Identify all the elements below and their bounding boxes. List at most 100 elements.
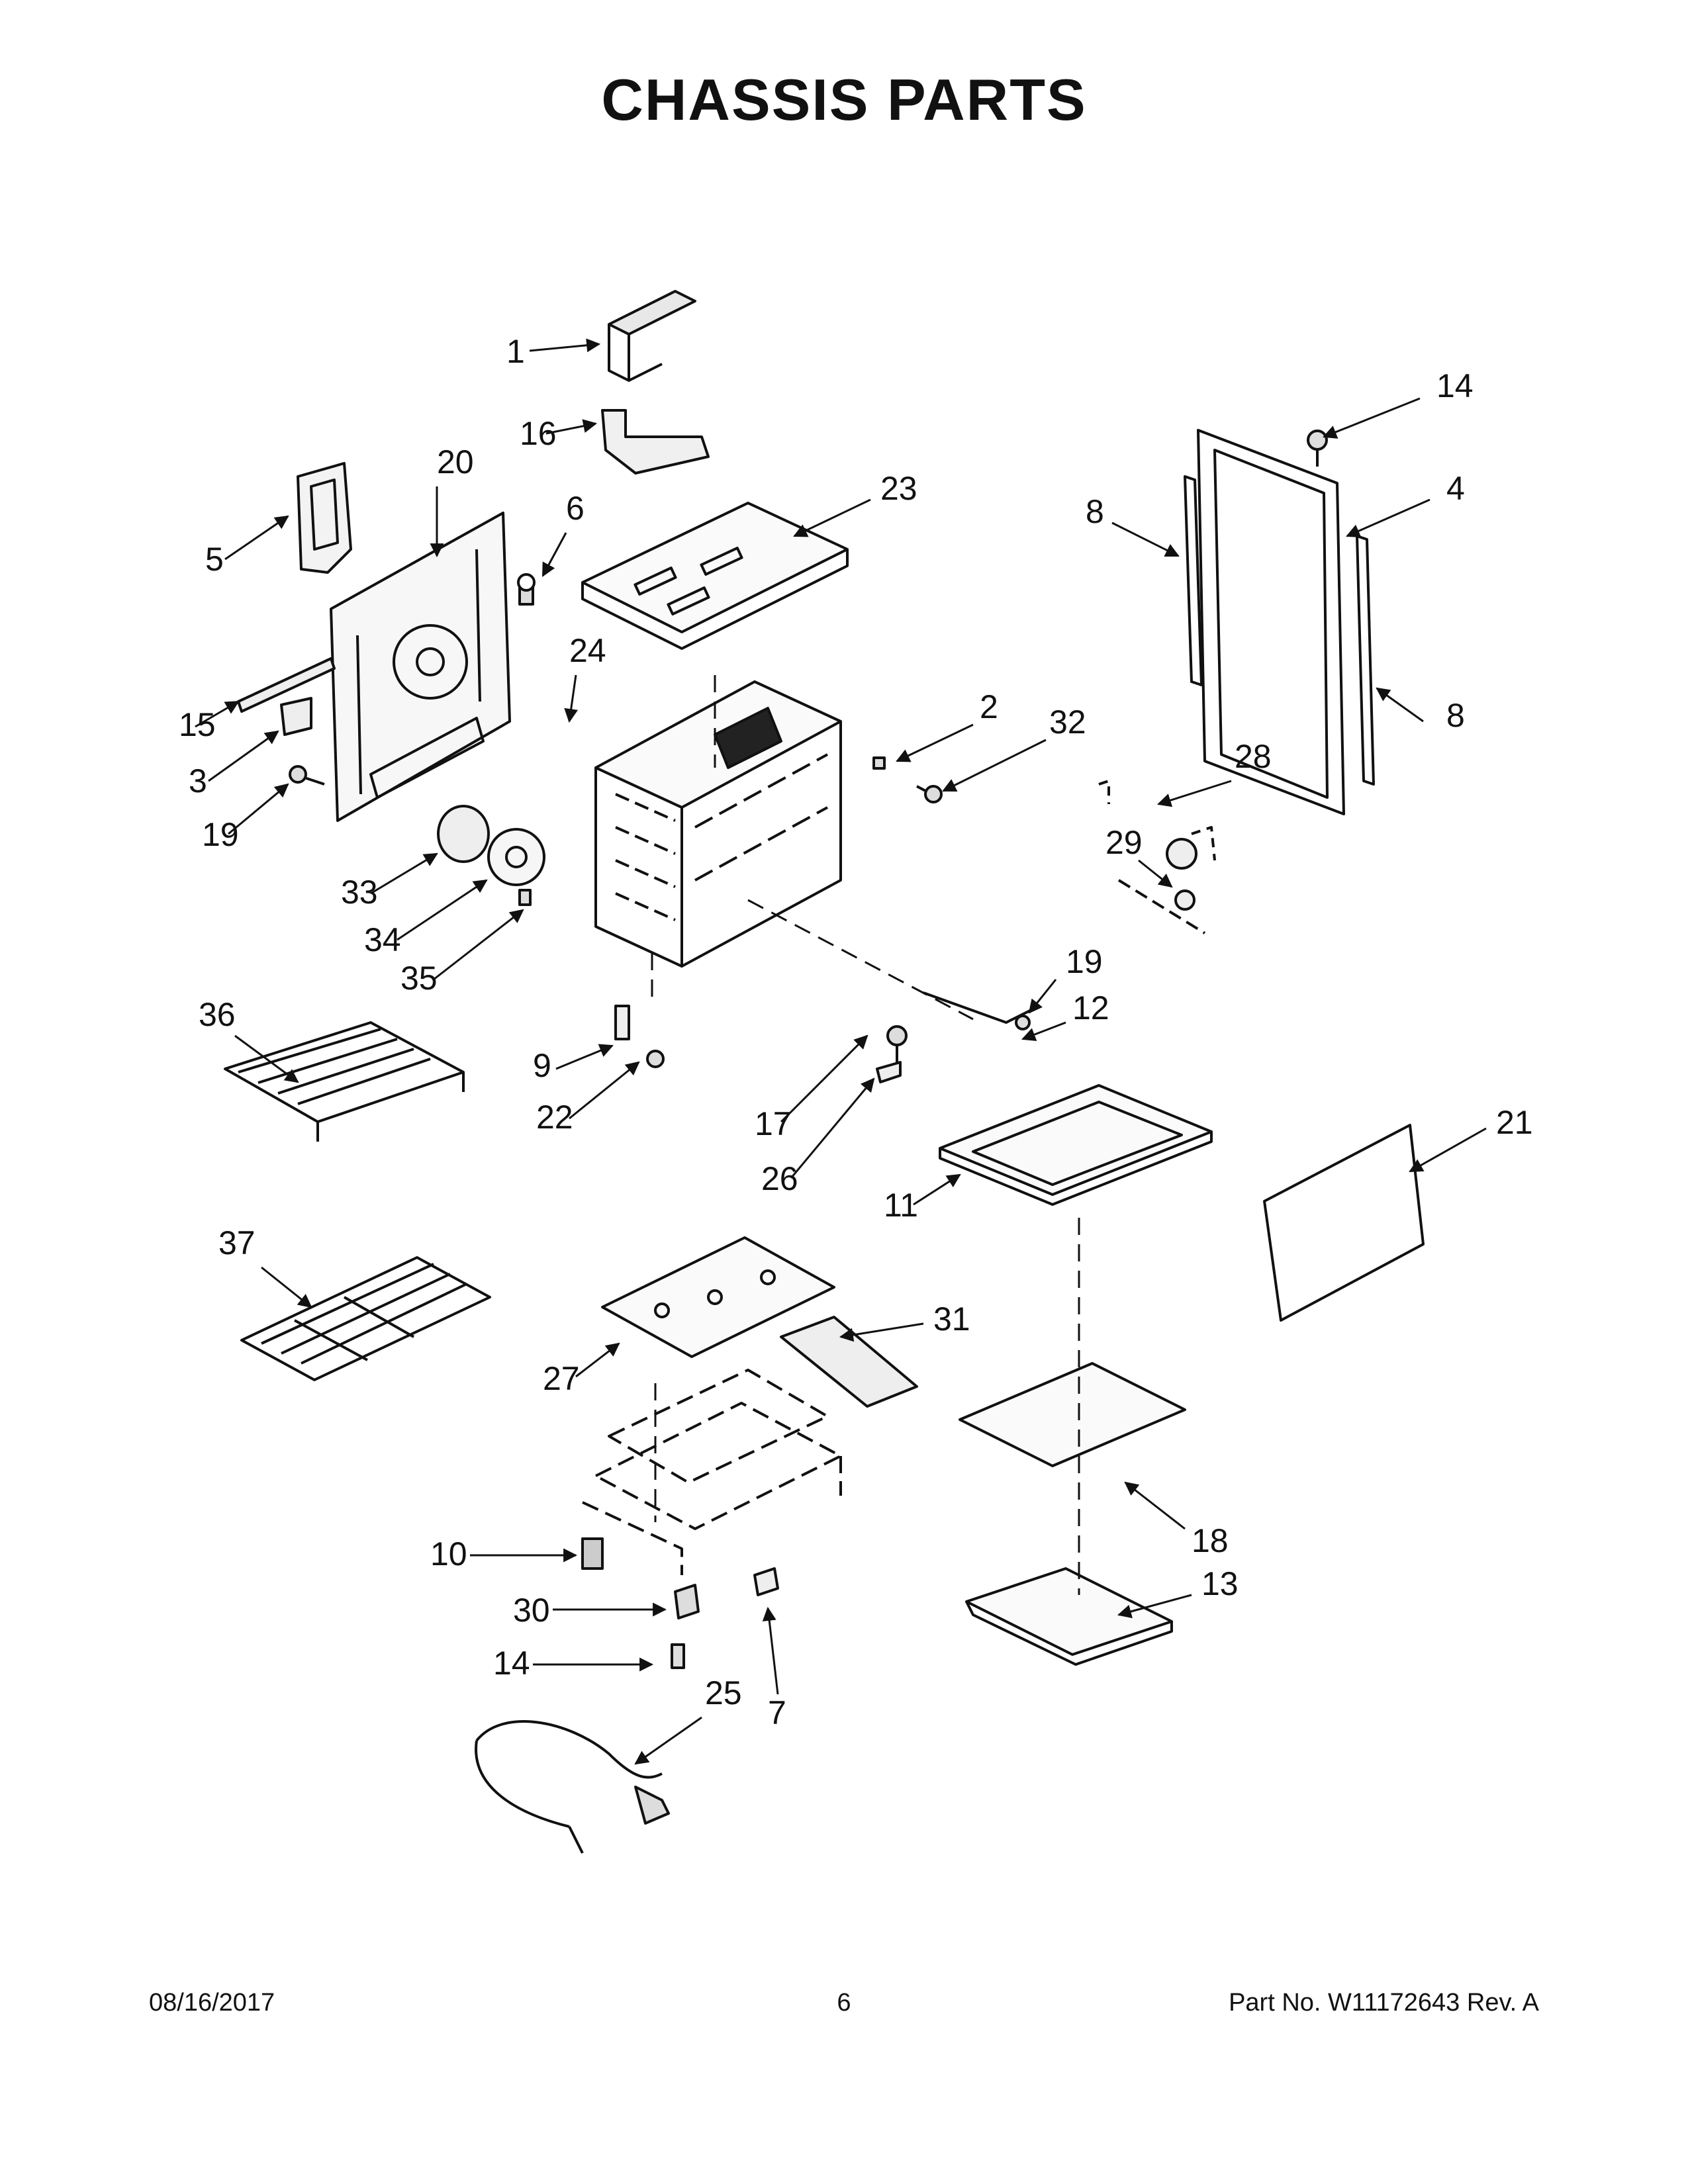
bracket-part (297, 462, 352, 574)
callout-leader-22 (569, 1061, 640, 1120)
fan-part (437, 805, 545, 906)
vent-duct-part (601, 409, 710, 475)
callout-number-18: 18 (1192, 1522, 1229, 1559)
callout-leader-3 (208, 730, 279, 782)
callout-number-11: 11 (884, 1187, 918, 1224)
callout-number-17: 17 (755, 1105, 792, 1142)
callout-number-12: 12 (1072, 989, 1109, 1026)
callout-number-3: 3 (189, 762, 207, 799)
pin-part (872, 756, 943, 803)
callout-number-33: 33 (341, 874, 378, 911)
drip-pan-part (965, 1567, 1173, 1666)
flat-rack-part (240, 1256, 491, 1381)
callout-leader-31 (839, 1322, 924, 1342)
gliding-rack-part (224, 1021, 465, 1142)
callout-leader-34 (397, 879, 488, 941)
clip-part (876, 1025, 908, 1083)
oven-cavity-part (594, 680, 842, 968)
callout-number-36: 36 (199, 996, 236, 1033)
burner-plate-part (601, 1236, 835, 1358)
callout-number-29: 29 (1105, 824, 1143, 861)
callout-leader-32 (942, 739, 1047, 792)
callout-leader-15 (195, 700, 240, 728)
callout-number-31: 31 (933, 1300, 970, 1338)
screw-part-19 (289, 765, 325, 786)
vent-cover-part (608, 290, 696, 382)
assembly-axis-lines (651, 675, 1080, 1595)
footer-date: 08/16/2017 (149, 1989, 275, 2017)
callout-number-2: 2 (980, 688, 998, 725)
callout-number-19: 19 (202, 816, 239, 853)
callout-leader-2 (896, 723, 974, 762)
callout-number-7: 7 (768, 1694, 786, 1731)
hinge-part (614, 1005, 665, 1068)
callout-number-23: 23 (880, 470, 917, 507)
callout-leader-5 (224, 515, 289, 561)
callout-number-25: 25 (705, 1674, 742, 1711)
screw-part (517, 573, 536, 606)
callout-leader-1 (529, 338, 601, 353)
callout-leader-12 (1021, 1021, 1066, 1042)
callout-number-14: 14 (493, 1645, 530, 1682)
callout-leader-9 (555, 1044, 614, 1070)
callout-leader-17 (780, 1034, 868, 1123)
callout-number-14: 14 (1436, 367, 1474, 404)
callout-leader-33 (370, 852, 438, 895)
element-terminal-part (923, 991, 1033, 1030)
callout-number-6: 6 (566, 490, 585, 527)
callout-leader-18 (1124, 1481, 1186, 1530)
callout-leader-14 (1323, 397, 1421, 439)
callout-number-15: 15 (179, 706, 216, 743)
callout-number-35: 35 (400, 960, 438, 997)
callout-leader-13 (1117, 1594, 1192, 1619)
footer-page-number: 6 (837, 1989, 851, 2017)
callout-leader-8 (1111, 522, 1180, 557)
callout-leader-23 (793, 498, 871, 537)
callout-leader-19 (228, 783, 289, 835)
bar-part (237, 657, 336, 713)
screw-part-14 (1307, 430, 1328, 467)
callout-number-5: 5 (205, 541, 224, 578)
callout-leader-28 (1156, 780, 1232, 807)
sensor-bracket-part (1098, 780, 1216, 934)
callout-number-20: 20 (437, 443, 474, 480)
burner-assembly-part (582, 1369, 842, 1575)
callout-leader-16 (545, 419, 598, 435)
callout-number-10: 10 (430, 1535, 467, 1572)
callout-leader-8 (1376, 687, 1424, 723)
callout-leaders (195, 338, 1487, 1765)
callout-leader-24 (564, 674, 579, 723)
callout-number-22: 22 (536, 1099, 573, 1136)
callout-number-24: 24 (569, 632, 606, 669)
callout-number-1: 1 (506, 333, 525, 370)
callout-leader-19 (1028, 979, 1057, 1014)
callout-leader-36 (234, 1034, 299, 1083)
callout-number-37: 37 (218, 1224, 256, 1261)
callout-number-32: 32 (1049, 704, 1086, 741)
callout-leader-11 (913, 1173, 961, 1206)
footer-part-number: Part No. W11172643 Rev. A (1229, 1989, 1539, 2017)
callout-number-21: 21 (1496, 1104, 1533, 1141)
callout-number-8: 8 (1446, 697, 1465, 734)
callout-leader-21 (1409, 1127, 1487, 1173)
callout-number-19: 19 (1066, 943, 1103, 980)
callout-leader-26 (790, 1077, 875, 1179)
page-title: CHASSIS PARTS (601, 67, 1087, 132)
back-panel-part (330, 512, 511, 822)
part-drawings (224, 290, 1425, 1854)
callout-number-27: 27 (543, 1360, 580, 1397)
trim-strip-part (1184, 475, 1375, 786)
callout-leader-35 (433, 909, 524, 981)
callout-number-4: 4 (1446, 470, 1465, 507)
callout-leader-37 (261, 1266, 312, 1308)
callout-leader-7 (762, 1606, 779, 1695)
callout-leader-4 (1346, 498, 1430, 537)
callout-number-28: 28 (1235, 738, 1272, 775)
heat-shield-part (959, 1362, 1186, 1467)
callout-leader-6 (541, 532, 567, 577)
callout-number-9: 9 (533, 1047, 551, 1084)
callout-number-30: 30 (513, 1592, 550, 1629)
